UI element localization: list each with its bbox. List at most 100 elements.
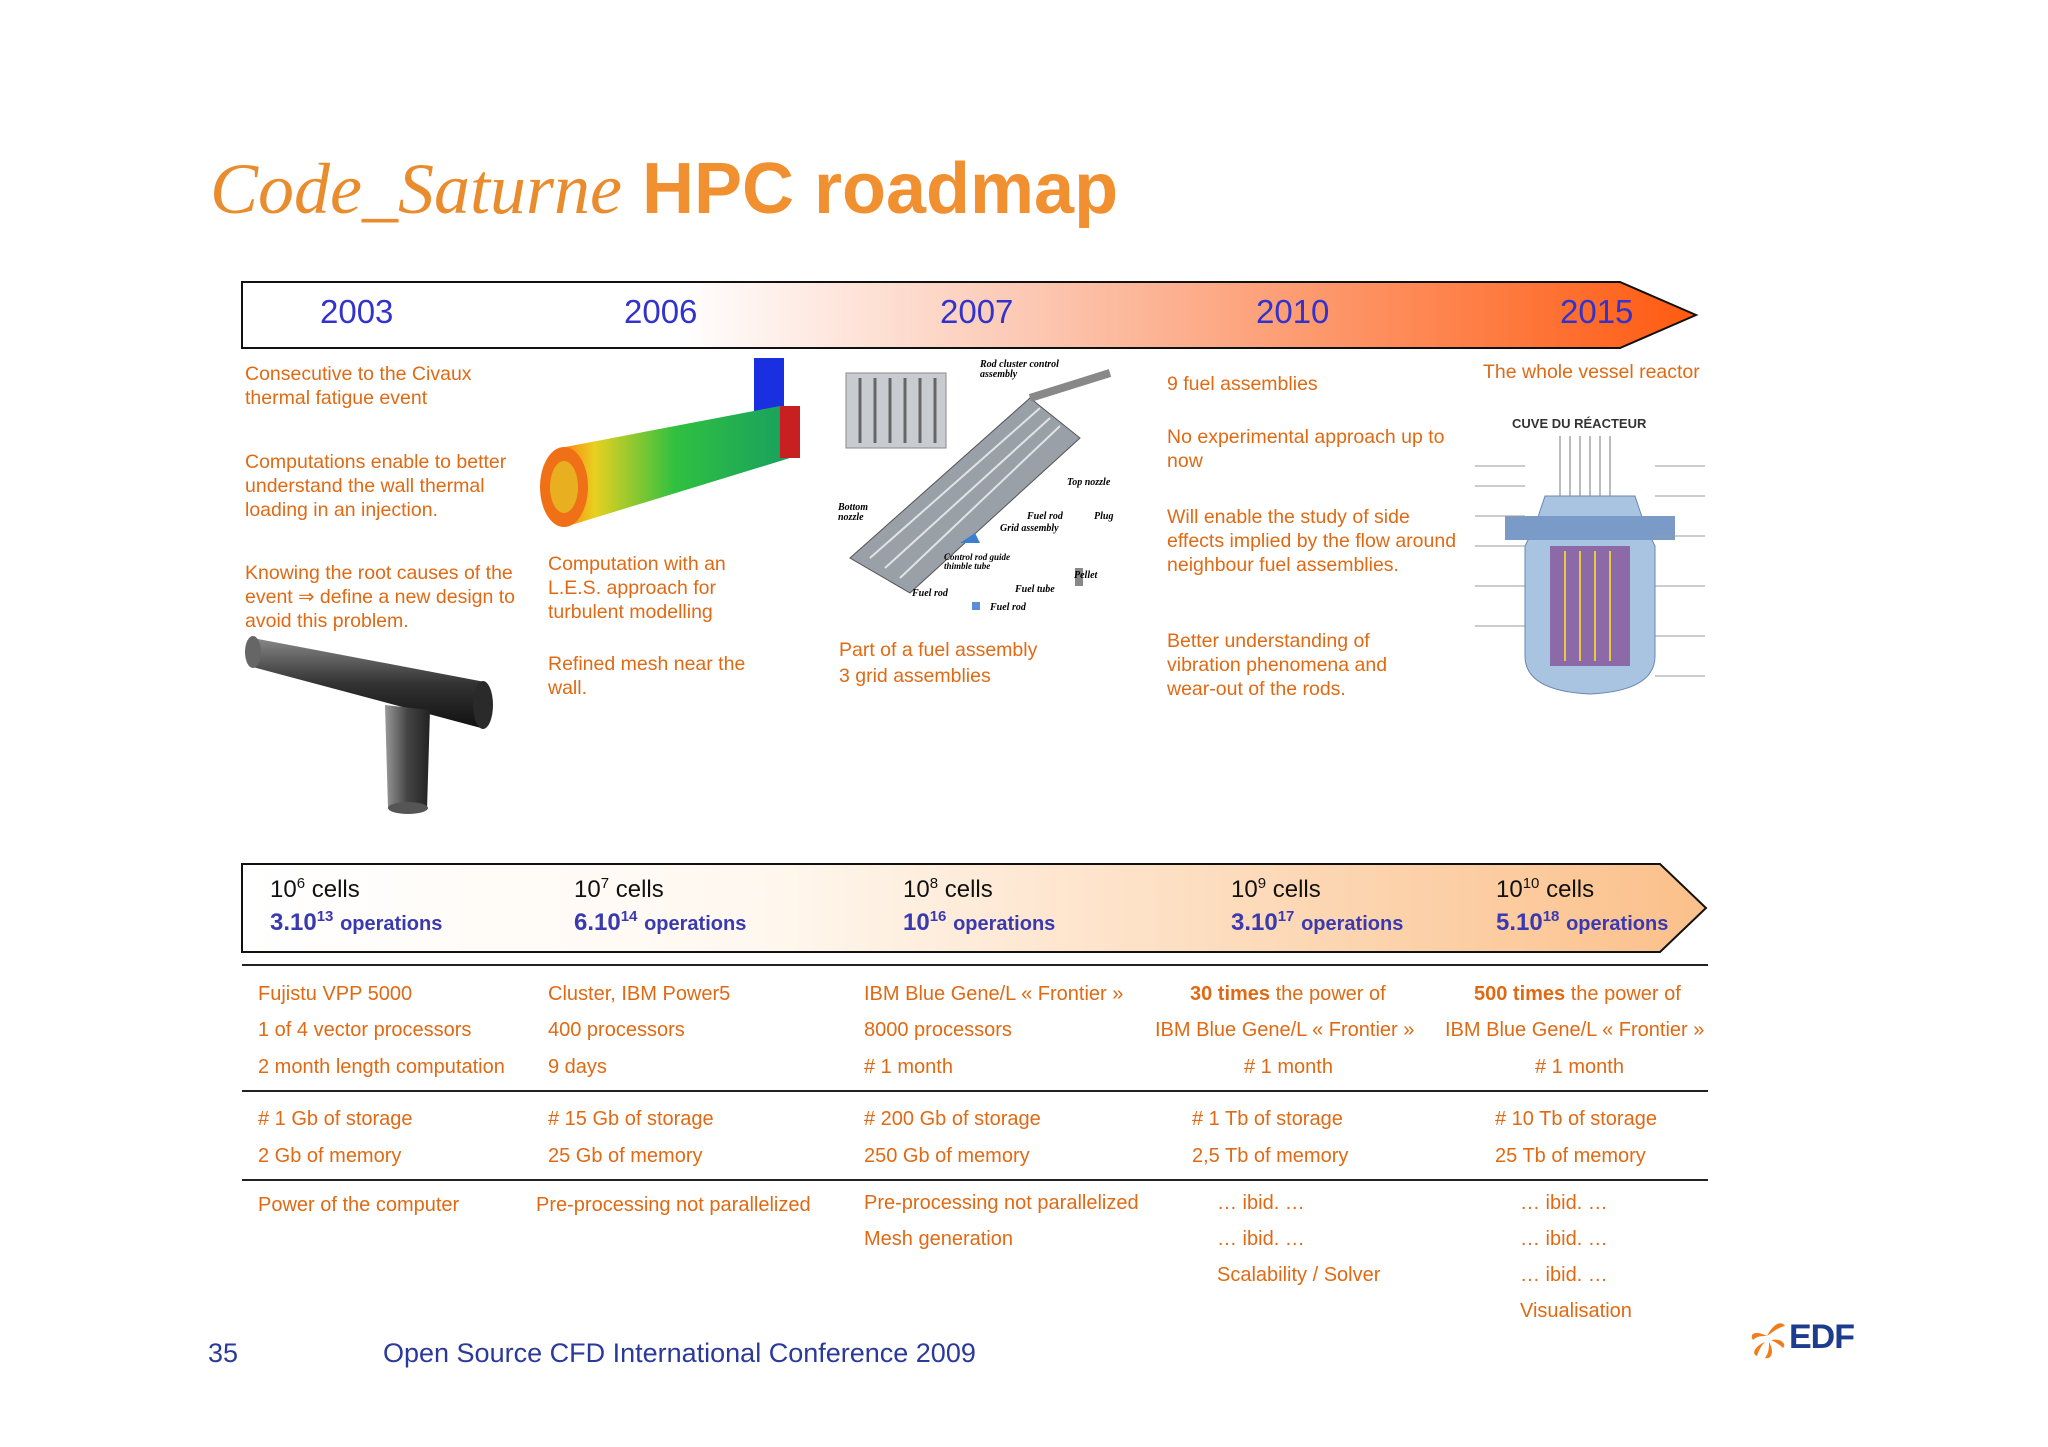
cells-exp: 10	[1522, 875, 1540, 892]
machine-2006-1: Cluster, IBM Power5	[548, 983, 731, 1005]
ops-base: 10	[903, 909, 930, 936]
storage-2003-2: 2 Gb of memory	[258, 1145, 402, 1167]
ops-base: 6.10	[574, 909, 621, 936]
reactor-vessel-image	[1475, 436, 1705, 711]
storage-2007-1: # 200 Gb of storage	[864, 1108, 1041, 1130]
fuel-assembly-diagram	[840, 358, 1130, 623]
machine-2010-2: IBM Blue Gene/L « Frontier »	[1155, 1019, 1415, 1041]
bottleneck-2010-1: … ibid. …	[1217, 1192, 1305, 1214]
cells-label: cells	[1546, 876, 1595, 903]
machine-2015-3: # 1 month	[1535, 1056, 1624, 1078]
machine-2015-1: 500 times the power of	[1474, 983, 1681, 1006]
label-grid-assembly: Grid assembly	[1000, 523, 1059, 534]
ops-exp: 18	[1542, 908, 1560, 925]
ops-base: 3.10	[270, 909, 317, 936]
ops-2003: 3.1013 operations	[270, 908, 442, 937]
cells-label: cells	[311, 876, 360, 903]
edf-logo-text: EDF	[1789, 1318, 1855, 1356]
cells-2007: 108 cells	[903, 875, 993, 904]
ops-exp: 16	[929, 908, 947, 925]
c2010-text-2: No experimental approach up to now	[1167, 426, 1445, 472]
storage-2003-1: # 1 Gb of storage	[258, 1108, 413, 1130]
storage-2015-2: 25 Tb of memory	[1495, 1145, 1646, 1167]
ops-base: 5.10	[1496, 909, 1543, 936]
storage-2007-2: 250 Gb of memory	[864, 1145, 1030, 1167]
c2006-text-2: Refined mesh near the wall.	[548, 653, 746, 699]
storage-2010-1: # 1 Tb of storage	[1192, 1108, 1343, 1130]
bottleneck-2006-1: Pre-processing not parallelized	[536, 1194, 811, 1216]
label-rod-cluster: Rod cluster control assembly	[980, 359, 1059, 380]
ops-label: operations	[1566, 913, 1669, 935]
ops-label: operations	[644, 913, 747, 935]
machine-2010-rest: the power of	[1275, 983, 1386, 1005]
storage-2006-1: # 15 Gb of storage	[548, 1108, 714, 1130]
machine-2003-1: Fujistu VPP 5000	[258, 983, 413, 1005]
bottleneck-2015-1: … ibid. …	[1520, 1192, 1608, 1214]
bottleneck-2015-2: … ibid. …	[1520, 1228, 1608, 1250]
ops-exp: 13	[316, 908, 334, 925]
c2010-text-4: Better understanding of vibration phenom…	[1167, 630, 1388, 700]
cells-base: 10	[903, 876, 930, 903]
machine-2006-3: 9 days	[548, 1056, 607, 1078]
page-number: 35	[208, 1338, 239, 1368]
bottleneck-2003-1: Power of the computer	[258, 1194, 460, 1216]
machine-2003-3: 2 month length computation	[258, 1056, 505, 1078]
label-pellet: Pellet	[1074, 570, 1098, 581]
machine-2010-bold: 30 times	[1190, 983, 1271, 1005]
bottleneck-2015-4: Visualisation	[1520, 1300, 1632, 1322]
cells-label: cells	[615, 876, 664, 903]
cells-base: 10	[1496, 876, 1523, 903]
machine-2015-bold: 500 times	[1474, 983, 1566, 1005]
year-2007: 2007	[940, 293, 1014, 330]
les-pipe-image	[540, 358, 800, 543]
storage-2006-2: 25 Gb of memory	[548, 1145, 703, 1167]
c2003-text-3: Knowing the root causes of the event ⇒ d…	[245, 562, 516, 632]
label-fuel-rod-1: Fuel rod	[1027, 511, 1063, 522]
bottleneck-2010-2: … ibid. …	[1217, 1228, 1305, 1250]
machine-2007-2: 8000 processors	[864, 1019, 1012, 1041]
page-title: Code_Saturne HPC roadmap	[210, 149, 1119, 229]
cells-label: cells	[1272, 876, 1321, 903]
year-2003: 2003	[320, 293, 394, 330]
c2006-text-1: Computation with an L.E.S. approach for …	[548, 553, 726, 623]
bottleneck-2010-3: Scalability / Solver	[1217, 1264, 1381, 1286]
bottleneck-2015-3: … ibid. …	[1520, 1264, 1608, 1286]
machine-2007-1: IBM Blue Gene/L « Frontier »	[864, 983, 1124, 1005]
cells-exp: 9	[1257, 875, 1267, 892]
c2003-text-2: Computations enable to better understand…	[245, 451, 507, 521]
machine-2006-2: 400 processors	[548, 1019, 685, 1041]
label-fuel-rod-2: Fuel rod	[912, 588, 948, 599]
c2003-text-1: Consecutive to the Civaux thermal fatigu…	[245, 363, 472, 409]
reactor-title: CUVE DU RÉACTEUR	[1512, 416, 1647, 431]
edf-logo: EDF	[1745, 1312, 1865, 1373]
ops-label: operations	[953, 913, 1056, 935]
bottleneck-2007-2: Mesh generation	[864, 1228, 1013, 1250]
machine-2003-2: 1 of 4 vector processors	[258, 1019, 472, 1041]
cells-arrow	[240, 862, 1710, 959]
cells-2015: 1010 cells	[1496, 875, 1594, 904]
cells-base: 10	[1231, 876, 1258, 903]
divider-bottom	[242, 1179, 1708, 1181]
label-top-nozzle: Top nozzle	[1067, 477, 1111, 488]
title-bold: HPC roadmap	[641, 149, 1119, 229]
ops-2007: 1016 operations	[903, 908, 1055, 937]
label-plug: Plug	[1094, 511, 1114, 522]
c2007-text-1: Part of a fuel assembly	[839, 639, 1038, 661]
ops-label: operations	[340, 913, 443, 935]
year-2006: 2006	[624, 293, 698, 330]
bottleneck-2007-1: Pre-processing not parallelized	[864, 1192, 1139, 1214]
label-control-rod: Control rod guide thimble tube	[944, 552, 1011, 571]
cells-exp: 7	[600, 875, 610, 892]
timeline-arrow	[240, 280, 1700, 350]
label-fuel-rod-3: Fuel rod	[990, 602, 1026, 613]
cells-2006: 107 cells	[574, 875, 664, 904]
cells-label: cells	[944, 876, 993, 903]
ops-2015: 5.1018 operations	[1496, 908, 1668, 937]
tee-pipe-mesh-image	[245, 630, 495, 820]
title-italic: Code_Saturne	[210, 149, 622, 229]
c2007-text-2: 3 grid assemblies	[839, 665, 991, 687]
ops-exp: 17	[1277, 908, 1295, 925]
c2010-text-3: Will enable the study of side effects im…	[1167, 506, 1457, 576]
c2015-text-1: The whole vessel reactor	[1483, 361, 1700, 383]
year-2015: 2015	[1560, 293, 1634, 330]
